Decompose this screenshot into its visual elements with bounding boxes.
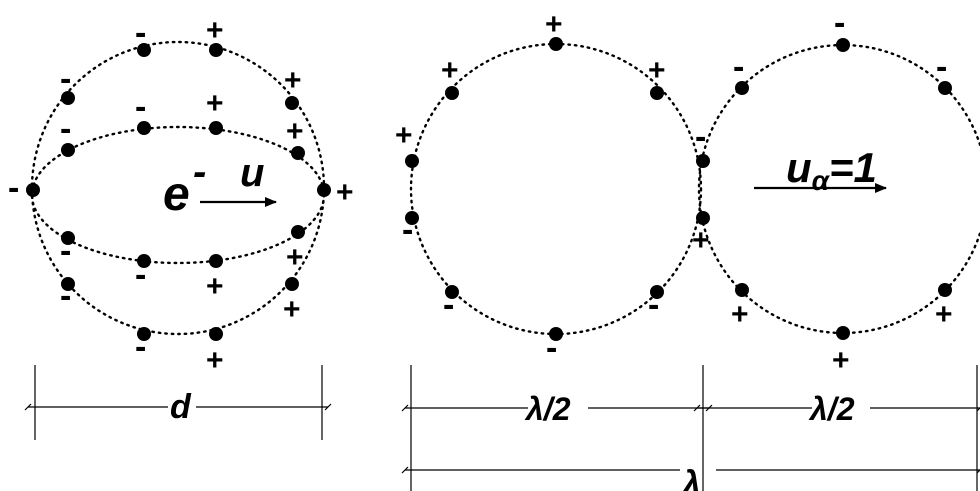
- charge-dot: [285, 277, 299, 291]
- dimension-label-half-right: λ/2: [808, 391, 855, 427]
- charge-dot: [61, 231, 75, 245]
- plus-sign: +: [692, 224, 710, 257]
- charge-dot: [836, 38, 850, 52]
- minus-sign: -: [135, 256, 146, 294]
- plus-sign: +: [286, 241, 304, 274]
- charge-dot: [137, 121, 151, 135]
- charge-dot: [696, 211, 710, 225]
- charge-dot: [696, 154, 710, 168]
- charge-dot: [137, 43, 151, 57]
- charge-dot: [836, 326, 850, 340]
- charge-dot: [291, 225, 305, 239]
- dimension-label-d: d: [170, 388, 192, 426]
- charge-dot: [26, 183, 40, 197]
- charge-dot: [61, 277, 75, 291]
- charge-dot: [549, 37, 563, 51]
- minus-sign: -: [402, 211, 413, 249]
- charge-dot: [61, 91, 75, 105]
- minus-sign: -: [60, 232, 71, 270]
- dimension-label-full: λ: [680, 465, 701, 491]
- charge-dot: [61, 143, 75, 157]
- minus-sign: -: [60, 277, 71, 315]
- charge-dot: [291, 146, 305, 160]
- dimension-d: d: [24, 365, 332, 440]
- plus-sign: +: [206, 87, 224, 120]
- plus-sign: +: [286, 115, 304, 148]
- minus-sign: -: [936, 48, 947, 86]
- charge-dot: [209, 327, 223, 341]
- alpha-velocity-equals-one: =1: [829, 144, 877, 191]
- minus-sign: -: [648, 286, 659, 324]
- charge-dot: [405, 211, 419, 225]
- plus-sign: +: [206, 344, 224, 377]
- alpha-velocity-subscript: α: [812, 165, 831, 196]
- charge-dot: [445, 86, 459, 100]
- alpha-velocity-u: u: [786, 144, 812, 191]
- plus-sign: +: [832, 344, 850, 377]
- plus-sign: +: [731, 298, 749, 331]
- plus-sign: +: [283, 293, 301, 326]
- minus-sign: -: [546, 329, 557, 367]
- minus-sign: -: [8, 169, 19, 207]
- charge-dot: [735, 81, 749, 95]
- minus-sign: -: [60, 60, 71, 98]
- charge-dot: [209, 43, 223, 57]
- charge-dot: [137, 327, 151, 341]
- charge-dot: [549, 327, 563, 341]
- charge-dot: [209, 254, 223, 268]
- charge-dot: [938, 283, 952, 297]
- plus-sign: +: [206, 14, 224, 47]
- minus-sign: -: [733, 48, 744, 86]
- charge-dot: [650, 285, 664, 299]
- charge-dot: [405, 154, 419, 168]
- charge-dot: [445, 285, 459, 299]
- plus-sign: +: [395, 119, 413, 152]
- minus-sign: -: [60, 110, 71, 148]
- charge-dot: [209, 121, 223, 135]
- charge-dot: [735, 283, 749, 297]
- charge-dot: [650, 86, 664, 100]
- electron-sphere: - + - + - + - + - + - + - + - + - + e - …: [8, 14, 354, 377]
- wave-circles: + + + + - - + - - - - - - + + + uα=1: [395, 4, 980, 377]
- charge-dot: [137, 254, 151, 268]
- electron-charge-superscript: -: [193, 150, 206, 194]
- charge-dot: [285, 96, 299, 110]
- dimension-half-wavelength: λ/2 λ/2: [401, 365, 980, 491]
- dimension-label-half-left: λ/2: [524, 391, 571, 427]
- plus-sign: +: [545, 8, 563, 41]
- plus-sign: +: [284, 64, 302, 97]
- minus-sign: -: [695, 118, 706, 156]
- plus-sign: +: [336, 176, 354, 209]
- minus-sign: -: [135, 14, 146, 52]
- velocity-label: u: [240, 151, 264, 195]
- dimension-wavelength: λ: [401, 465, 980, 491]
- minus-sign: -: [135, 88, 146, 126]
- charge-dot: [317, 183, 331, 197]
- plus-sign: +: [441, 54, 459, 87]
- electron-label: e: [163, 168, 190, 221]
- plus-sign: +: [206, 270, 224, 303]
- minus-sign: -: [834, 4, 845, 42]
- minus-sign: -: [135, 328, 146, 366]
- plus-sign: +: [648, 54, 666, 87]
- alpha-velocity-label: uα=1: [786, 144, 877, 196]
- charge-dot: [938, 81, 952, 95]
- plus-sign: +: [935, 298, 953, 331]
- minus-sign: -: [443, 286, 454, 324]
